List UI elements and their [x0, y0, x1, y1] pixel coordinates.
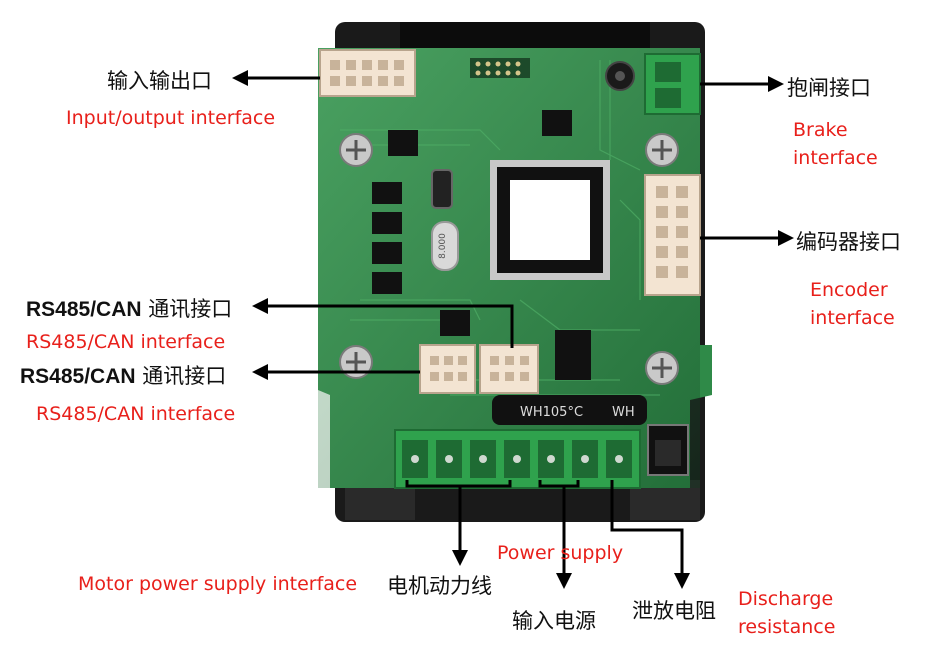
power-label-en: Power supply: [497, 542, 624, 564]
leader-lines: [242, 76, 782, 575]
arrow-heads: [232, 70, 794, 589]
encoder-label-cn: 编码器接口: [796, 230, 901, 254]
encoder-connector: [644, 174, 701, 296]
rs485-label-1-en: RS485/CAN interface: [26, 331, 226, 353]
discharge-label-en-line2: resistance: [738, 616, 836, 638]
brake-connector: [644, 53, 701, 115]
rs485-label-1-prefix: RS485/CAN: [26, 298, 142, 321]
io-label-en: Input/output interface: [66, 107, 276, 129]
small-ics: [372, 110, 591, 380]
rs485-label-2-en: RS485/CAN interface: [36, 403, 236, 425]
brake-label-en-line1: Brake: [793, 119, 848, 141]
io-connector: [319, 49, 416, 97]
mounting-screws: [339, 133, 679, 385]
crystal-text: 8.000: [438, 233, 448, 259]
capacitor-text-b: WH: [612, 405, 635, 420]
pin-header: [470, 58, 530, 78]
motor-label-cn: 电机动力线: [387, 574, 492, 598]
mcu-chip: [490, 160, 610, 280]
motor-label-en: Motor power supply interface: [78, 573, 358, 595]
io-label-cn: 输入输出口: [107, 69, 212, 93]
encoder-label-en-line2: interface: [810, 307, 895, 329]
crystal: 8.000: [431, 221, 459, 271]
rs485-connector-1: [479, 344, 539, 394]
rs485-label-2-cn: 通讯接口: [135, 364, 227, 388]
discharge-label-en-line1: Discharge: [738, 588, 834, 610]
power-label-cn: 输入电源: [512, 609, 596, 633]
rs485-label-2-prefix: RS485/CAN: [20, 365, 136, 388]
brake-label-cn: 抱闸接口: [787, 76, 871, 100]
brake-label-en-line2: interface: [793, 147, 878, 169]
small-capacitor: [605, 61, 635, 91]
rs485-connector-2: [419, 344, 476, 394]
terminal-block: [394, 429, 641, 489]
power-transistor: [647, 424, 689, 476]
rs485-label-2: RS485/CAN 通讯接口: [20, 360, 226, 390]
oscillator: [431, 169, 453, 209]
capacitor-text: WH105°C: [520, 405, 583, 420]
rs485-label-1-cn: 通讯接口: [141, 297, 233, 321]
rs485-label-1: RS485/CAN 通讯接口: [26, 293, 232, 323]
bulk-capacitor: WH105°C WH: [492, 395, 647, 425]
discharge-label-cn: 泄放电阻: [632, 599, 716, 623]
encoder-label-en-line1: Encoder: [810, 279, 888, 301]
